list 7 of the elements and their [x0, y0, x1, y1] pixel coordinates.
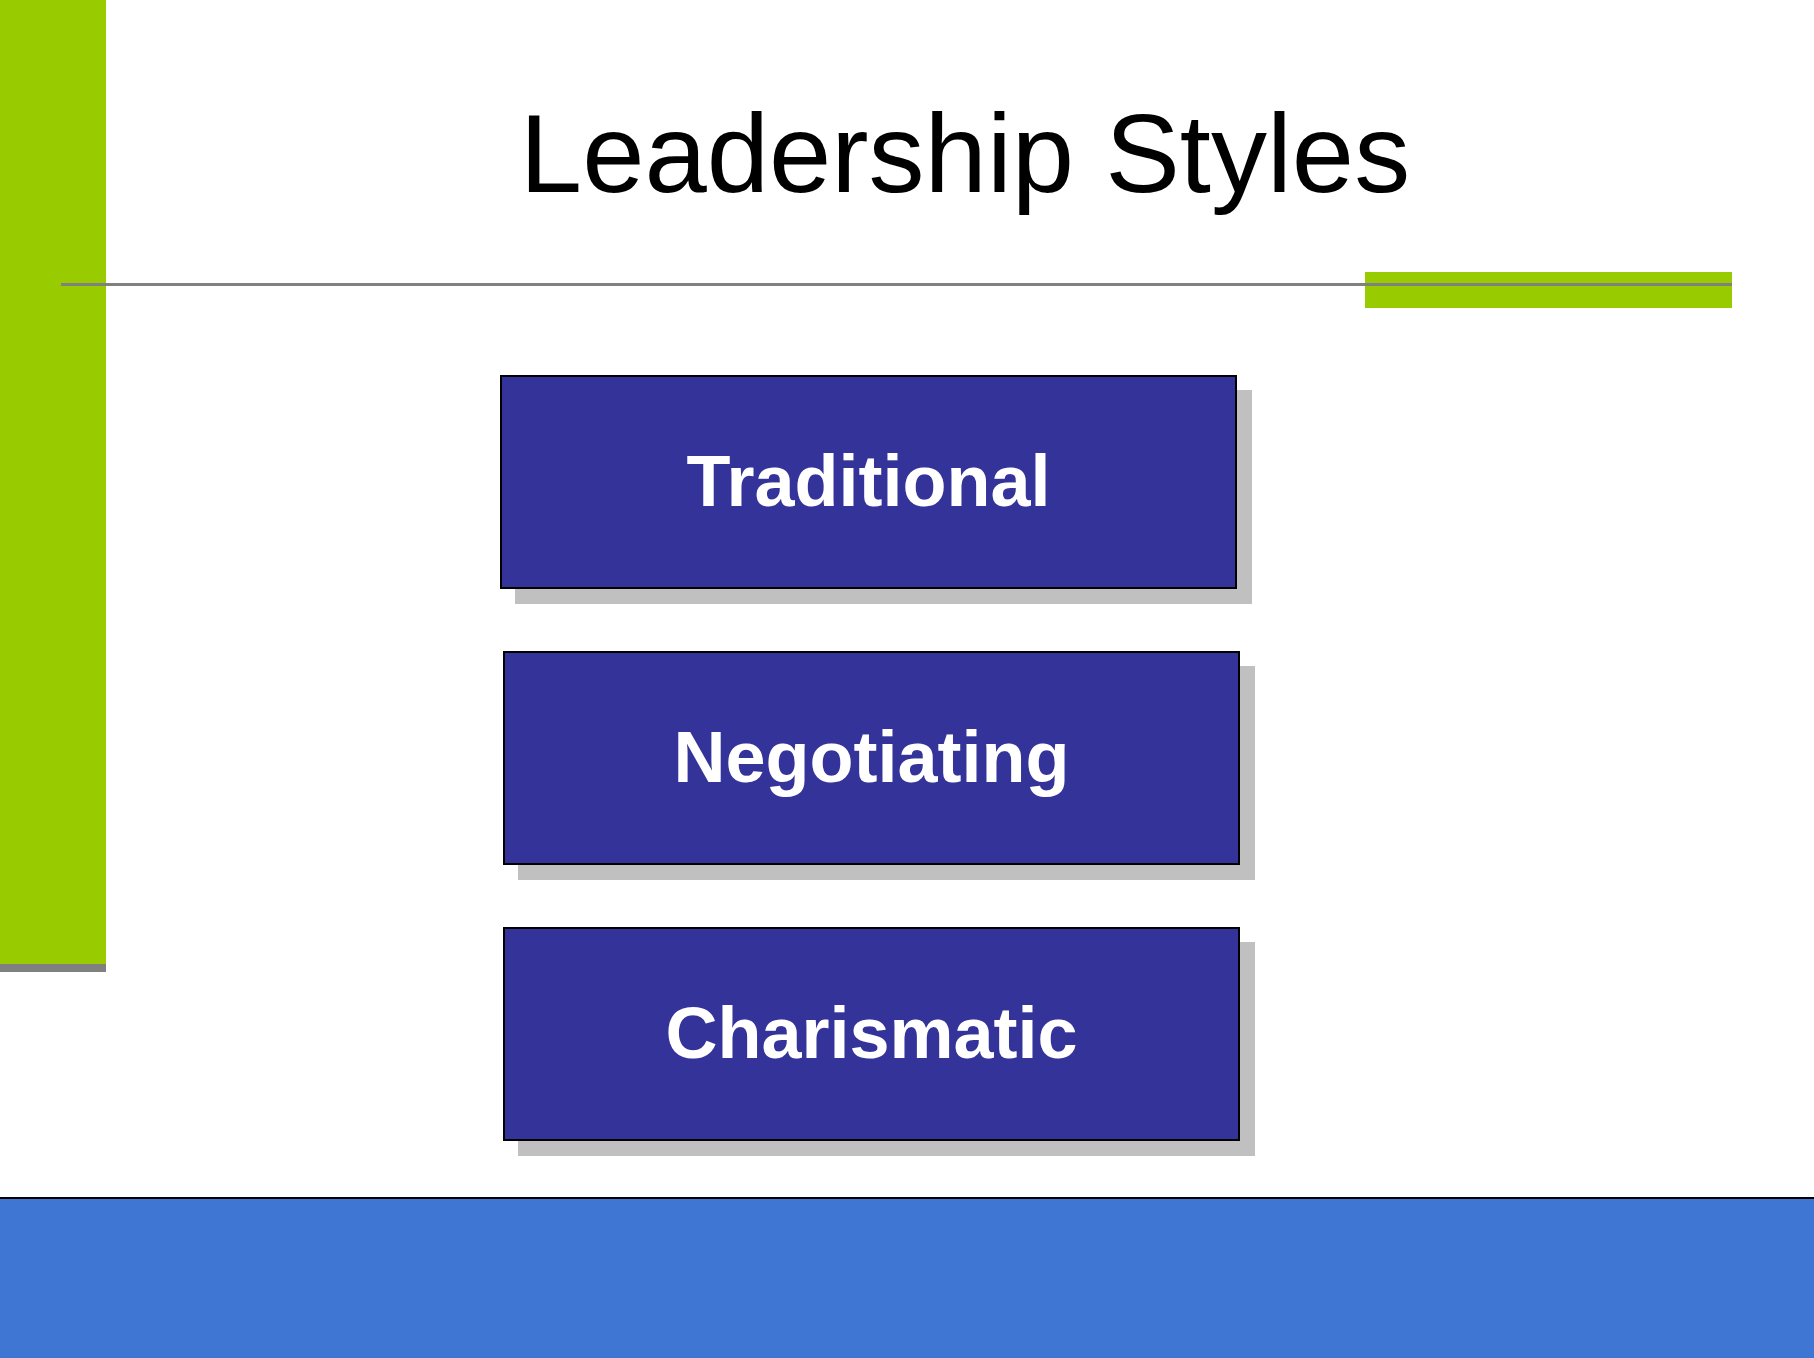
style-box	[500, 375, 1237, 589]
slide-title: Leadership Styles	[518, 90, 1412, 218]
style-box	[503, 927, 1240, 1141]
box-label: Charismatic	[665, 994, 1078, 1074]
box-label: Traditional	[686, 442, 1051, 522]
box-label: Negotiating	[673, 718, 1070, 798]
style-box	[503, 651, 1240, 865]
